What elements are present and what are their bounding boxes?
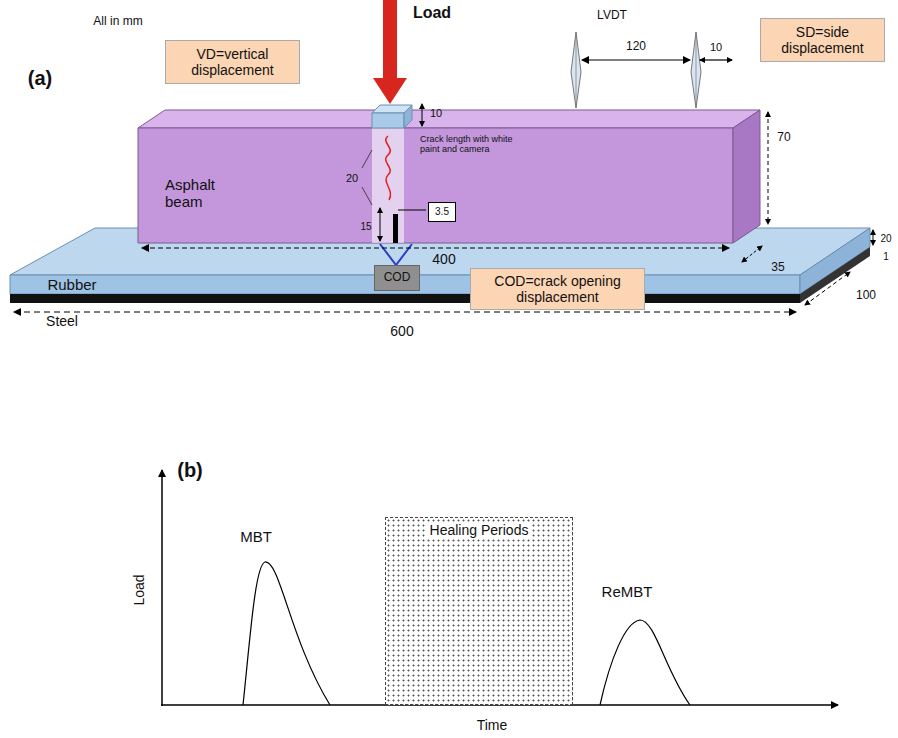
drawing-part bbox=[576, 32, 577, 108]
drawing-part bbox=[10, 294, 800, 303]
drawing-part bbox=[383, 0, 397, 78]
drawing-part bbox=[362, 150, 372, 168]
label: ReMBT bbox=[602, 584, 653, 601]
drawing-part bbox=[700, 59, 732, 60]
label: 120 bbox=[626, 40, 646, 53]
drawing-part bbox=[386, 136, 391, 200]
box-text: 3.5 bbox=[435, 206, 449, 218]
dimension-line bbox=[14, 60, 873, 312]
drawing-part bbox=[600, 620, 690, 705]
drawing-part bbox=[873, 230, 874, 245]
crack-zone bbox=[362, 128, 426, 265]
drawing-part bbox=[372, 113, 404, 128]
drawing-part bbox=[380, 208, 381, 241]
dimension-box: 3.5 bbox=[428, 202, 456, 222]
healing-period-box: Healing Periods bbox=[385, 517, 573, 705]
drawing-part bbox=[161, 470, 163, 706]
drawing-part bbox=[691, 32, 701, 108]
drawing-part bbox=[742, 246, 762, 262]
label: Rubber bbox=[47, 277, 96, 294]
label: (b) bbox=[177, 459, 203, 481]
box-text: SD=side displacement bbox=[765, 24, 880, 56]
drawing-part bbox=[733, 110, 760, 243]
drawing-part bbox=[138, 128, 733, 243]
box-text: COD bbox=[384, 271, 411, 285]
drawing-part bbox=[243, 562, 330, 705]
label: 10 bbox=[430, 107, 442, 119]
label: Time bbox=[477, 718, 508, 733]
drawing-part bbox=[362, 187, 372, 205]
lvdt-sensor bbox=[571, 32, 701, 108]
drawing-part bbox=[372, 128, 404, 243]
label: All in mm bbox=[93, 15, 142, 28]
drawing-part bbox=[393, 214, 398, 243]
callout-box: VD=vertical displacement bbox=[165, 40, 300, 84]
callout-box: SD=side displacement bbox=[760, 18, 885, 62]
drawing-part bbox=[373, 78, 407, 104]
box-text: COD=crack opening displacement bbox=[475, 273, 640, 305]
label: 70 bbox=[777, 131, 790, 144]
box-text: Healing Periods bbox=[427, 522, 532, 538]
drawing-part bbox=[571, 32, 581, 108]
label: 1 bbox=[883, 251, 889, 262]
label: 35 bbox=[771, 261, 784, 274]
label: MBT bbox=[240, 529, 272, 546]
label: Steel bbox=[46, 314, 78, 329]
callout-box: COD=crack opening displacement bbox=[470, 268, 645, 310]
drawing-part bbox=[142, 248, 729, 249]
drawing-part bbox=[404, 105, 412, 128]
load-time-chart bbox=[161, 470, 838, 706]
label: LVDT bbox=[597, 9, 627, 22]
label: Crack length with white paint and camera bbox=[420, 135, 520, 155]
cod-gauge: COD bbox=[374, 265, 420, 291]
label: Asphalt beam bbox=[165, 177, 235, 210]
label: Load bbox=[132, 574, 147, 605]
drawing-part bbox=[768, 112, 769, 224]
drawing-part bbox=[380, 244, 412, 265]
drawing-part bbox=[805, 272, 850, 305]
drawing-part bbox=[14, 312, 796, 313]
label: 400 bbox=[432, 252, 455, 267]
label: 100 bbox=[856, 289, 876, 302]
asphalt-beam bbox=[138, 110, 760, 243]
label: Load bbox=[413, 4, 451, 22]
box-text: VD=vertical displacement bbox=[170, 46, 295, 78]
label: (a) bbox=[28, 67, 52, 89]
label: 15 bbox=[360, 221, 371, 232]
drawing-part bbox=[138, 110, 760, 128]
label: 20 bbox=[880, 233, 891, 244]
steel-plate bbox=[10, 247, 870, 303]
drawing-part bbox=[696, 32, 697, 108]
label: 20 bbox=[346, 172, 358, 184]
label: 10 bbox=[710, 41, 722, 53]
drawing-part bbox=[422, 104, 423, 126]
drawing-part bbox=[398, 210, 426, 211]
label: 600 bbox=[390, 324, 413, 339]
drawing-part bbox=[582, 59, 690, 60]
